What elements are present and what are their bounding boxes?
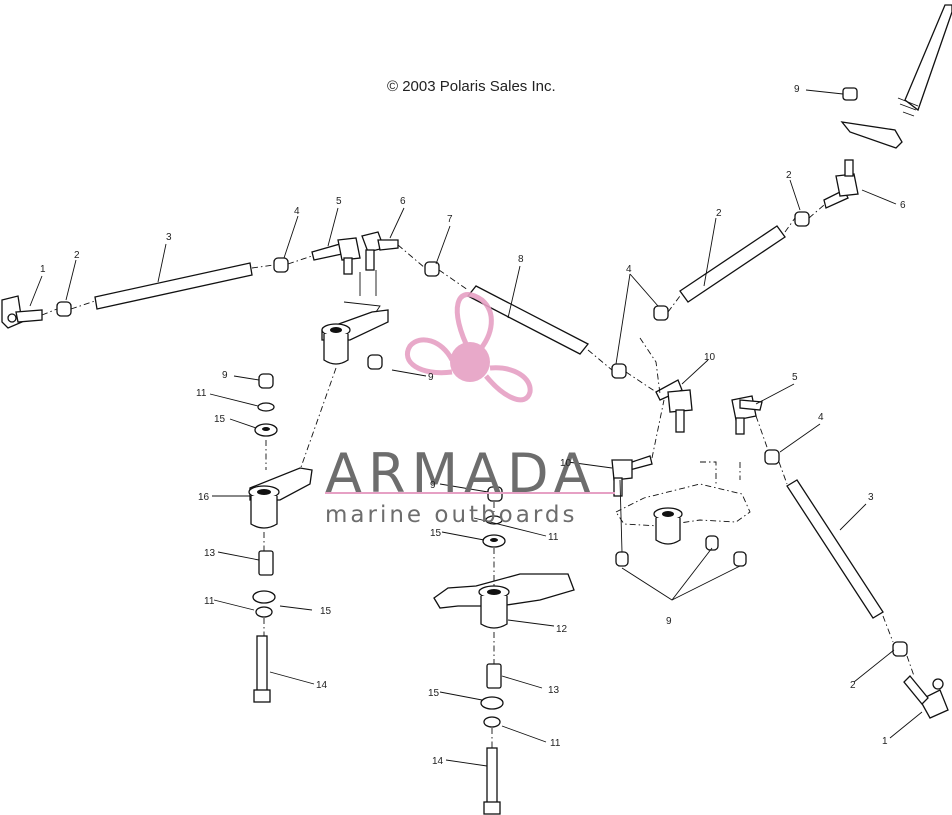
callout-number: 13 <box>204 548 216 559</box>
propeller-logo-icon <box>405 292 533 403</box>
steering-column <box>840 4 952 149</box>
callout-number: 15 <box>428 688 440 699</box>
callout-number: 2 <box>716 208 722 219</box>
copyright-text: © 2003 Polaris Sales Inc. <box>387 78 556 95</box>
callout-number: 3 <box>166 232 172 243</box>
rod-ends <box>311 159 949 719</box>
leader-lines <box>29 89 923 767</box>
callout-number: 11 <box>550 738 561 749</box>
callout-number: 9 <box>430 480 436 491</box>
callout-number: 9 <box>222 370 228 381</box>
callout-number: 4 <box>818 412 824 423</box>
callout-number: 16 <box>198 492 210 503</box>
callout-number: 14 <box>316 680 328 691</box>
tie-rod-right <box>786 479 884 619</box>
callout-number: 4 <box>626 264 632 275</box>
spindle-arm-lower-left <box>248 467 313 529</box>
tie-rod-left <box>94 262 253 310</box>
callout-number: 1 <box>882 736 888 747</box>
callout-number: 15 <box>320 606 332 617</box>
callout-number: 13 <box>548 685 560 696</box>
armada-watermark: ARMADA marine outboards <box>325 292 615 528</box>
callout-number: 11 <box>196 388 207 399</box>
assembly-lines <box>41 204 915 748</box>
callout-number: 10 <box>560 458 572 469</box>
callout-number: 11 <box>548 532 559 543</box>
tie-rod-upper-right <box>679 225 786 303</box>
steering-linkage-parts <box>1 4 952 815</box>
callout-number: 12 <box>556 624 568 635</box>
rod-end-left <box>1 295 43 329</box>
callout-number: 1 <box>40 264 46 275</box>
callout-number: 9 <box>794 84 800 95</box>
spindle-center <box>433 573 575 629</box>
callout-number: 9 <box>428 372 434 383</box>
callout-number: 5 <box>336 196 342 207</box>
callout-number: 2 <box>850 680 856 691</box>
brand-underline <box>325 492 615 494</box>
brand-name: ARMADA <box>325 442 597 505</box>
callout-number: 10 <box>704 352 716 363</box>
callout-number: 3 <box>868 492 874 503</box>
callout-number: 4 <box>294 206 300 217</box>
callout-number: 8 <box>518 254 524 265</box>
callout-number: 15 <box>430 528 442 539</box>
tie-rod-center <box>466 285 590 355</box>
hardware-small <box>252 354 747 728</box>
bolts <box>253 635 501 815</box>
callout-number: 11 <box>204 596 215 607</box>
callout-number: 9 <box>666 616 672 627</box>
callout-number: 6 <box>400 196 406 207</box>
jam-nuts <box>56 211 908 657</box>
callout-number: 5 <box>792 372 798 383</box>
callout-number: 2 <box>74 250 80 261</box>
callout-number: 7 <box>447 214 453 225</box>
spindle-arm-upper-left <box>321 301 389 365</box>
brand-tagline: marine outboards <box>325 502 577 528</box>
steering-plate-right <box>615 483 751 545</box>
callout-number: 6 <box>900 200 906 211</box>
callout-number: 2 <box>786 170 792 181</box>
callout-number: 14 <box>432 756 444 767</box>
callout-number: 15 <box>214 414 226 425</box>
